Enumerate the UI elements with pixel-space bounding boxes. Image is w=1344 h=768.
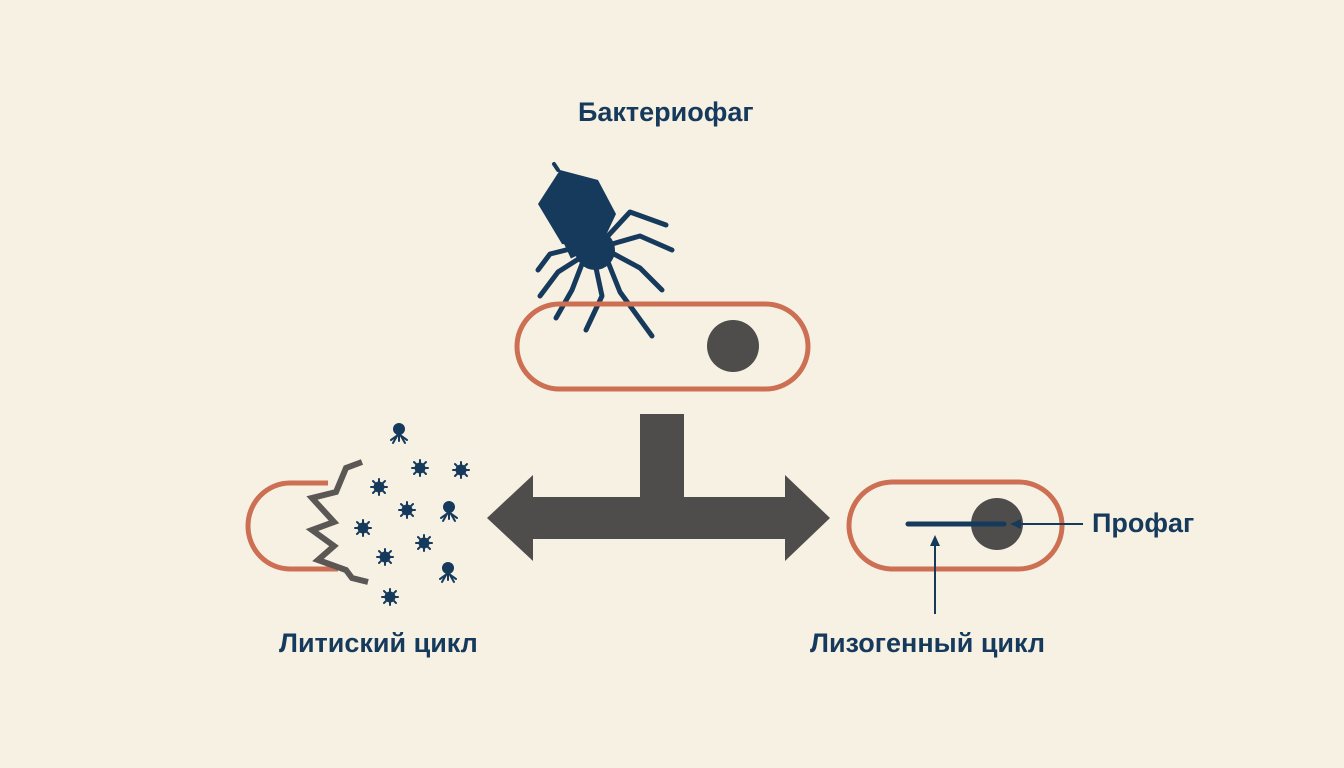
phage-particle-icon — [439, 561, 457, 583]
arrow-up-icon — [930, 535, 940, 614]
phage-particle-icon — [354, 519, 372, 537]
phage-particle-icon — [376, 548, 394, 566]
lysogenic-bacterium — [846, 479, 1083, 614]
nucleoid — [707, 320, 759, 372]
double-headed-arrow-icon — [487, 414, 830, 561]
host-bacterium — [514, 301, 811, 392]
lysed-bacterium — [245, 459, 369, 585]
progeny-phages — [354, 422, 470, 606]
lysed-bacterium-icon — [245, 480, 338, 572]
lytic-cycle-label: Литиский цикл — [279, 628, 478, 658]
phage-particle-icon — [390, 422, 408, 444]
lysogenic-cycle-label: Лизогенный цикл — [810, 628, 1046, 658]
arrow-left-icon — [1010, 519, 1083, 529]
phage-particle-icon — [411, 459, 429, 477]
bacterium-cell-icon — [846, 479, 1065, 572]
phage-particle-icon — [381, 588, 399, 606]
phage-particle-icon — [415, 534, 433, 552]
bacteriophage-icon — [535, 162, 675, 339]
phage-particle-icon — [370, 478, 388, 496]
phage-particle-icon — [398, 501, 416, 519]
phage-particle-icon — [452, 461, 470, 479]
bacterium-cell-icon — [514, 301, 811, 392]
ruptured-wall — [305, 459, 369, 585]
prophage-label: Профаг — [1092, 508, 1195, 538]
bacteriophage-label: Бактериофаг — [578, 97, 754, 127]
phage-particle-icon — [440, 500, 458, 522]
